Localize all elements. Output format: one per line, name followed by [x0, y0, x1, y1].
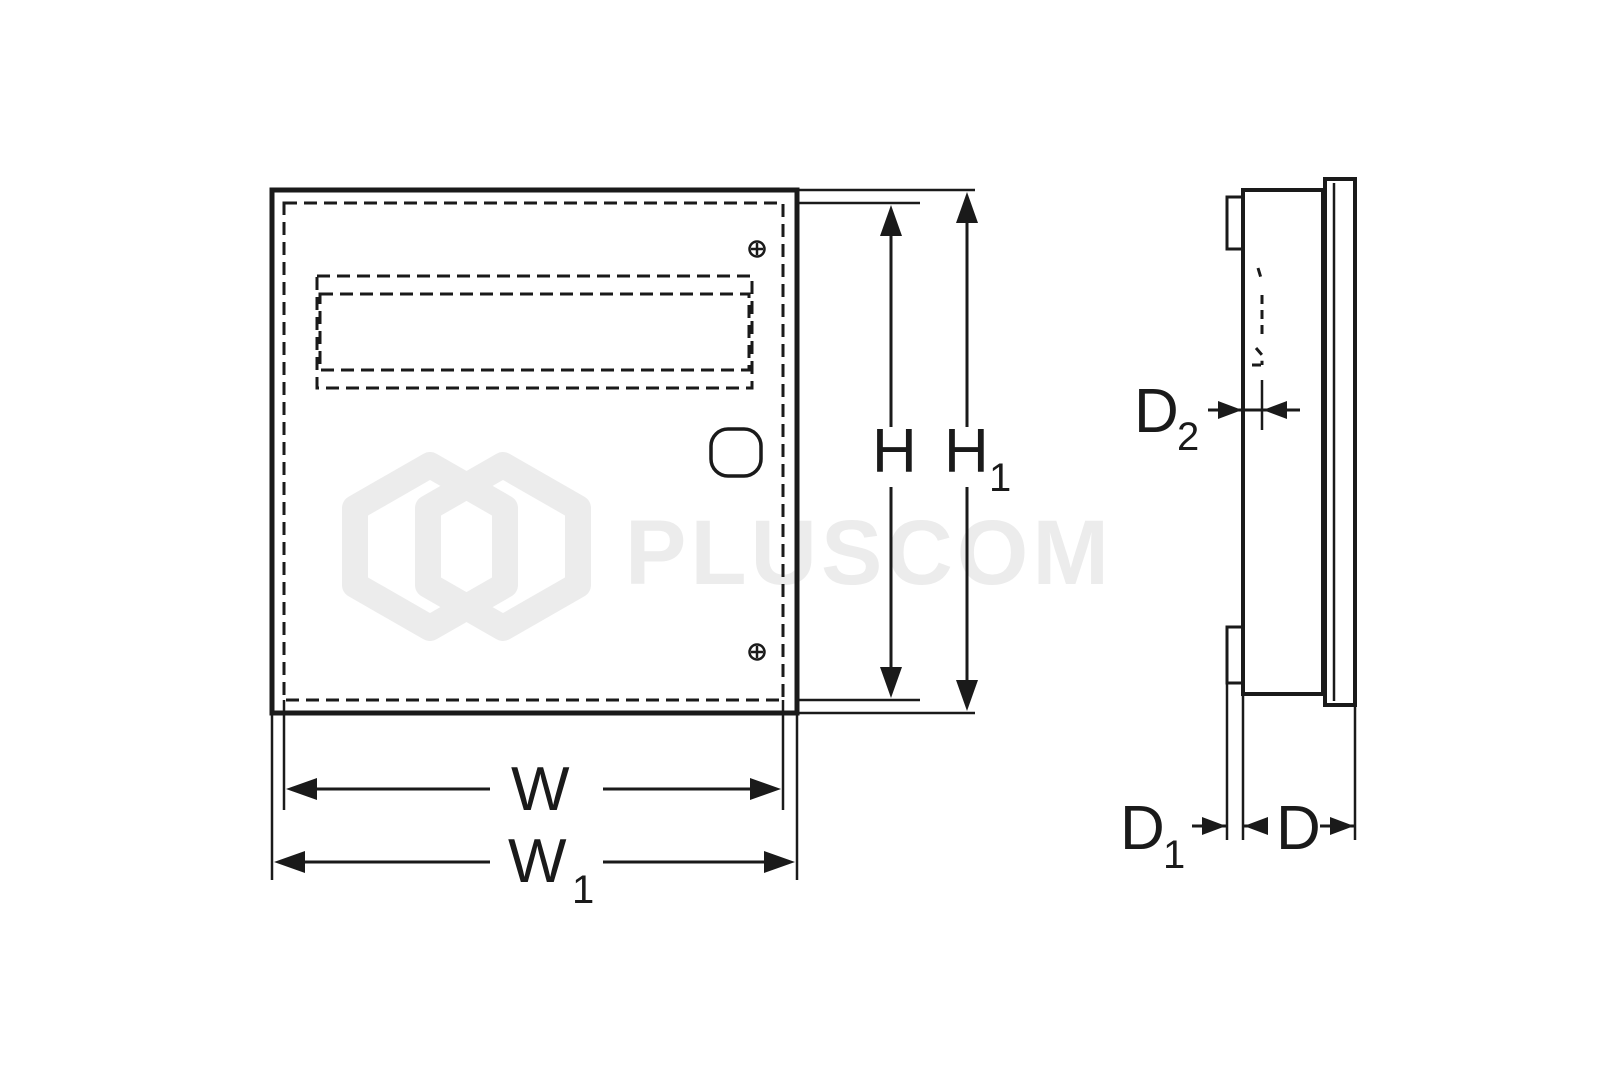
front-view-labels: H H 1 W W 1 — [508, 417, 1011, 912]
depth2-label: D — [1134, 377, 1179, 446]
width-arrow-right — [750, 778, 781, 800]
outer-width-arrow-left — [274, 851, 305, 873]
outer-width-subscript: 1 — [572, 868, 594, 912]
outer-height-subscript: 1 — [989, 456, 1011, 500]
enclosure-outer-frame — [269, 187, 800, 716]
side-bracket-top — [1225, 195, 1245, 251]
enclosure-inner-body-dashed — [282, 201, 785, 702]
outer-width-arrow-right — [764, 851, 795, 873]
hexagon-logo-icon — [342, 452, 591, 641]
depth-arrow-right — [1330, 817, 1354, 835]
din-rail-inner-dashed — [318, 292, 751, 372]
height-extension-lines — [797, 188, 975, 715]
depth1-arrow — [1202, 817, 1226, 835]
side-bracket-bottom — [1225, 625, 1245, 685]
side-door-plate — [1323, 177, 1357, 707]
front-view — [269, 187, 978, 880]
outer-height-arrow-bottom — [956, 680, 978, 711]
depth2-arrow-right — [1263, 401, 1287, 419]
width-arrow-left — [286, 778, 317, 800]
depth2-arrow-left — [1218, 401, 1242, 419]
depth-extension-lines — [1225, 683, 1357, 840]
din-rail-outer-dashed — [315, 274, 754, 390]
outer-height-label: H — [944, 417, 989, 486]
depth-label: D — [1276, 794, 1321, 863]
depth-arrow-left — [1244, 817, 1268, 835]
depth2-subscript: 2 — [1177, 415, 1199, 459]
depth1-subscript: 1 — [1163, 833, 1185, 877]
side-hidden-rail-dashed — [1252, 267, 1264, 367]
door-lock-icon — [709, 427, 763, 478]
side-view — [1192, 177, 1357, 840]
outer-height-arrow-top — [956, 192, 978, 223]
height-arrow-bottom — [880, 667, 902, 698]
width-label: W — [511, 755, 570, 824]
watermark-brand: PLUSCOM — [625, 502, 1113, 604]
screw-top-icon — [748, 240, 766, 258]
side-view-labels: D 2 D 1 D — [1120, 377, 1321, 877]
height-arrow-top — [880, 205, 902, 236]
side-body — [1241, 188, 1325, 696]
screw-bottom-icon — [748, 643, 766, 661]
outer-width-label: W — [508, 827, 567, 896]
width-extension-lines — [270, 700, 799, 880]
height-label: H — [872, 417, 917, 486]
depth1-label: D — [1120, 794, 1165, 863]
watermark: PLUSCOM — [342, 452, 1113, 641]
